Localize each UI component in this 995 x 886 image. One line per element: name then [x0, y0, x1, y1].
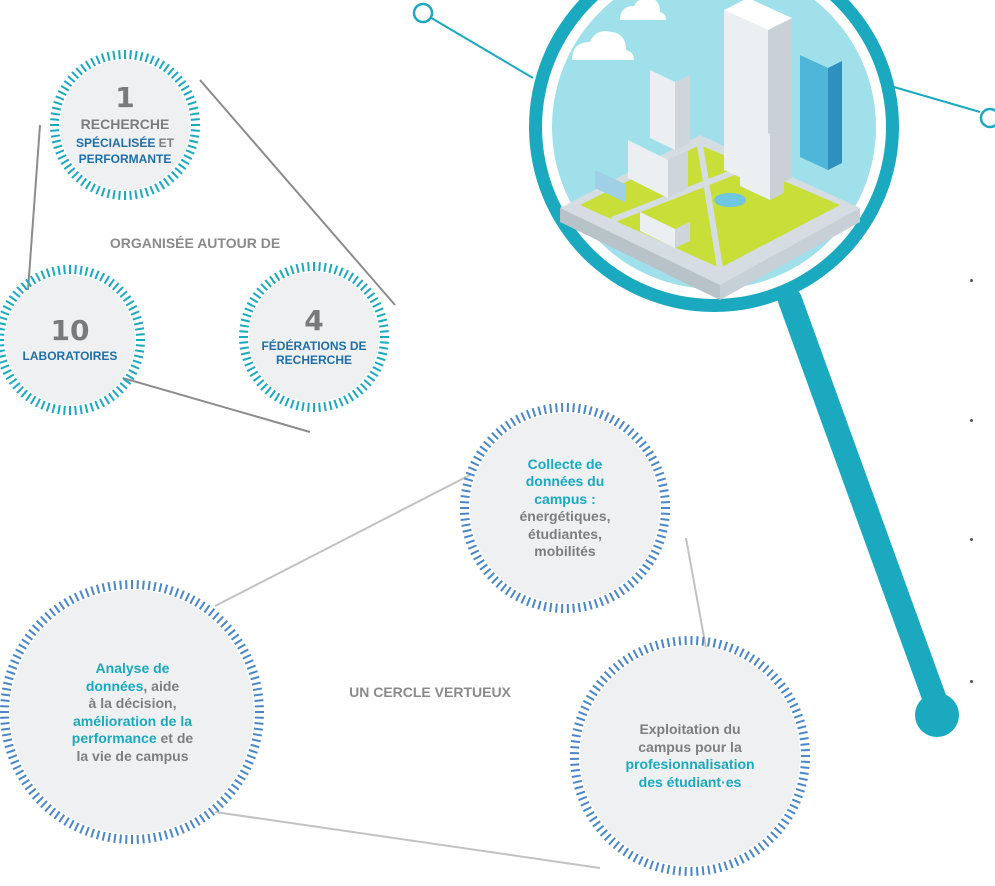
- federations-line1: FÉDÉRATIONS DE: [261, 339, 367, 353]
- magnifier-icon: [412, 0, 995, 737]
- laboratoires-count: 10: [50, 314, 90, 347]
- federations-count: 4: [304, 304, 324, 337]
- cercle-vertueux-title: UN CERCLE VERTUEUX: [349, 684, 511, 700]
- circle-laboratoires: 10 LABORATOIRES: [0, 265, 145, 415]
- exploitation-l2: campus pour la: [638, 738, 742, 755]
- connector-analyse-collecte: [214, 474, 471, 607]
- circle-collecte: Collecte de données du campus : énergéti…: [460, 403, 670, 613]
- analyse-l3: à la décision,: [88, 695, 177, 711]
- analyse-l4: amélioration de la: [72, 712, 193, 729]
- analyse-aide: , aide: [143, 677, 180, 694]
- connector-analyse-exploitation: [214, 811, 601, 869]
- exploitation-l4: des étudiant·es: [638, 773, 742, 790]
- circle-analyse: Analyse de données, aide à la décision, …: [0, 580, 265, 845]
- collecte-l2: données du: [525, 473, 605, 489]
- ring-collecte: [460, 403, 670, 613]
- magnifier-handle-end: [915, 693, 959, 737]
- collecte-l1: Collecte de: [527, 455, 603, 472]
- recherche-et: ET: [158, 135, 175, 150]
- connector-collecte-exploitation: [685, 537, 707, 649]
- federations-line2: RECHERCHE: [275, 353, 352, 367]
- circle-federations: 4 FÉDÉRATIONS DE RECHERCHE: [239, 262, 389, 412]
- collecte-l4: énergétiques,: [519, 508, 611, 524]
- organisee-autour-label: ORGANISÉE AUTOUR DE: [109, 235, 281, 251]
- ring-laboratoires: [0, 265, 145, 415]
- bullet-dot: [970, 680, 973, 683]
- collecte-l5: étudiantes,: [528, 525, 602, 542]
- circle-exploitation: Exploitation du campus pour la profesion…: [570, 636, 810, 876]
- isometric-city-icon: [560, 0, 860, 300]
- connector-10-4: [101, 371, 311, 433]
- ring-recherche: [50, 50, 200, 200]
- laboratoires-label: LABORATOIRES: [22, 349, 118, 363]
- collecte-l6: mobilités: [534, 543, 596, 559]
- analyse-et-de: et de: [156, 730, 194, 746]
- analyse-l1: Analyse de: [95, 660, 170, 676]
- magnifier-pin-right-icon: [979, 107, 995, 129]
- bullet-dot: [970, 538, 973, 541]
- magnifier-handle: [778, 288, 947, 712]
- exploitation-l1: Exploitation du: [639, 721, 741, 737]
- magnifier-pin-line-right: [886, 84, 981, 113]
- recherche-specialisee: SPÉCIALISÉE: [75, 135, 156, 150]
- recherche-performante: PERFORMANTE: [78, 151, 172, 166]
- magnifier-pin-left-icon: [412, 2, 434, 24]
- bullet-dot: [970, 279, 973, 282]
- exploitation-l3: profesionnalisation: [625, 756, 755, 772]
- connector-1-4: [199, 79, 396, 306]
- collecte-l3: campus :: [534, 490, 596, 507]
- research-connectors: [27, 79, 396, 433]
- magnifier-pin-line-left: [427, 15, 534, 79]
- analyse-l6: la vie de campus: [76, 747, 189, 764]
- cercle-connectors: [214, 474, 707, 869]
- ring-analyse: [0, 580, 264, 844]
- circle-recherche: 1 RECHERCHE SPÉCIALISÉE ET PERFORMANTE: [50, 50, 200, 200]
- recherche-count: 1: [115, 81, 135, 115]
- analyse-donnees: données: [85, 677, 144, 694]
- ring-federations: [239, 262, 389, 412]
- ring-exploitation: [570, 635, 810, 877]
- connector-1-10: [27, 124, 41, 291]
- recherche-line1: RECHERCHE: [80, 116, 170, 133]
- bullet-dot: [970, 419, 973, 422]
- analyse-performance: performance: [71, 730, 157, 746]
